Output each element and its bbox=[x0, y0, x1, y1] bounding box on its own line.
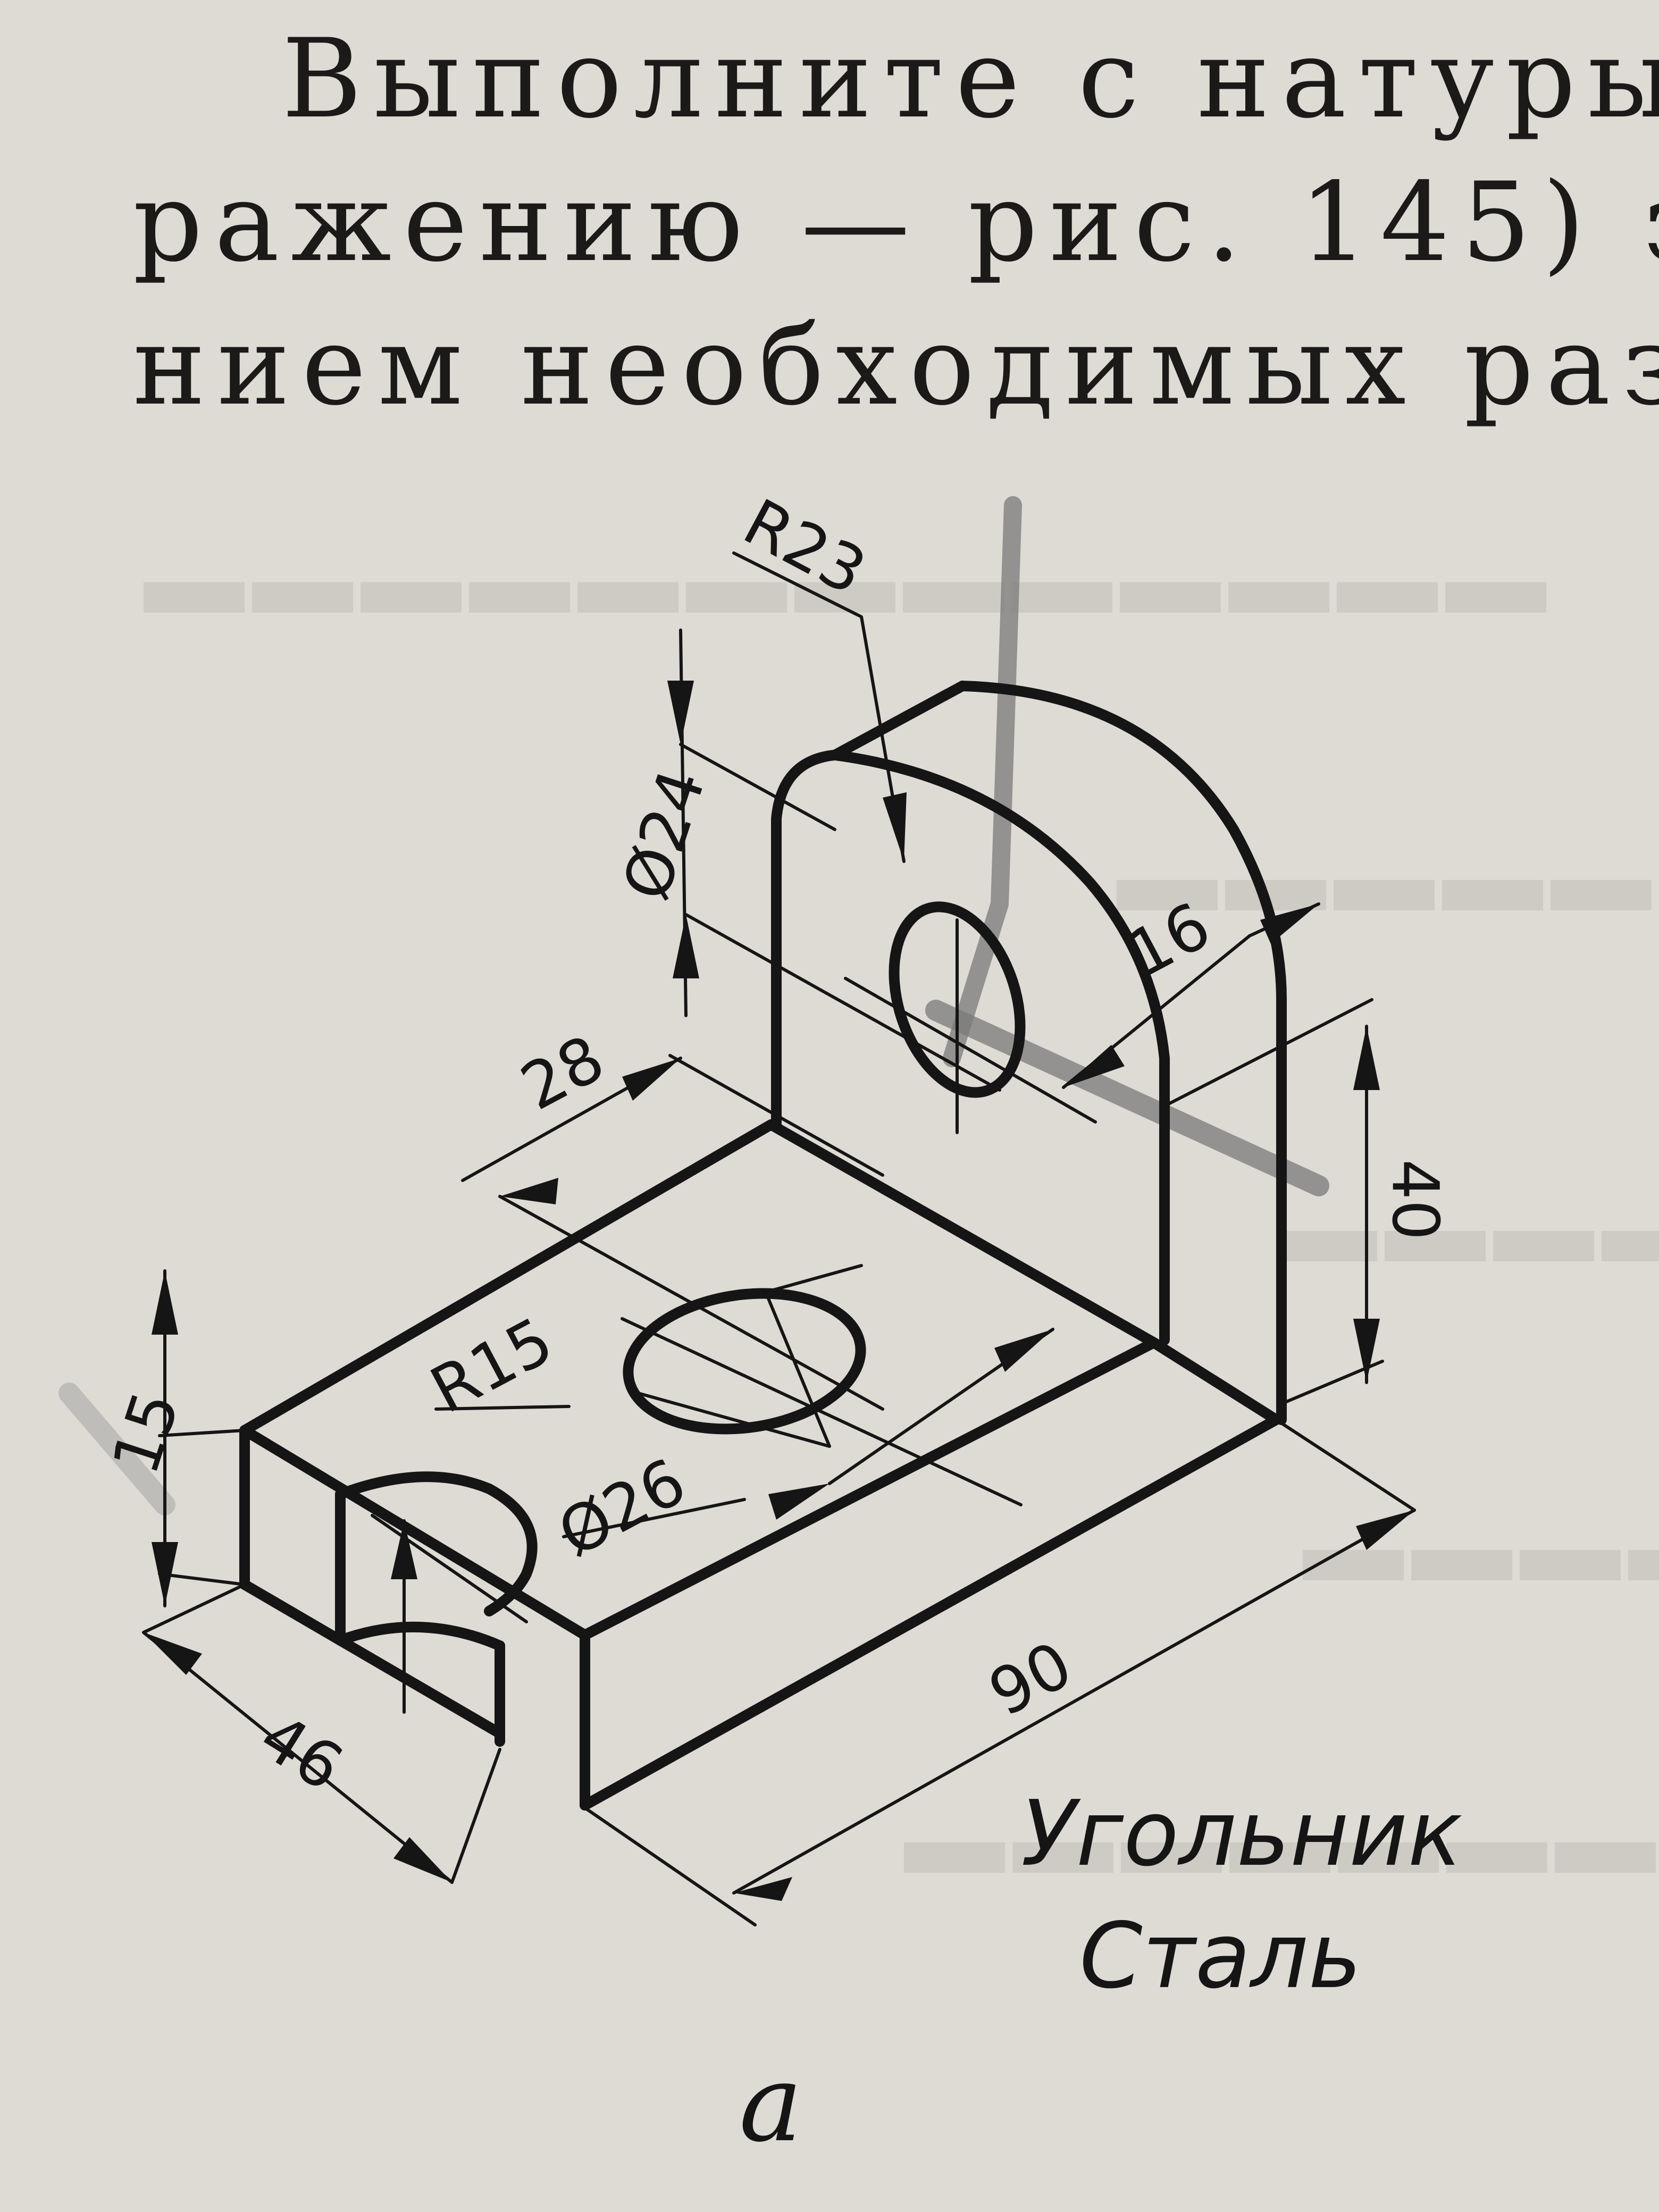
part-name: Угольник bbox=[1021, 1781, 1463, 1887]
dim-40: 40 bbox=[1378, 1159, 1452, 1241]
text-line-3: нием необходимых разр bbox=[133, 303, 1659, 430]
pencil-stroke bbox=[925, 1000, 1329, 1196]
upright-bracket bbox=[623, 681, 1287, 1435]
bleed-through-text: ▬▬▬▬ bbox=[1276, 1172, 1659, 1284]
bleed-through-text: ▬▬▬▬ bbox=[1303, 1491, 1659, 1603]
part-material: Сталь bbox=[1079, 1904, 1362, 2009]
bleed-through-text: ▬▬▬▬▬▬▬▬ bbox=[904, 1783, 1659, 1895]
text-line-1: Выполните с натуры ( bbox=[282, 16, 1659, 143]
dim-16: 16 bbox=[1116, 889, 1222, 992]
dim-90: 90 bbox=[977, 1628, 1084, 1731]
figure-label: а bbox=[739, 2042, 803, 2166]
text-line-2: ражению — рис. 145) э bbox=[133, 160, 1659, 286]
bleed-through-text: ▬▬▬▬▬▬ bbox=[1117, 821, 1659, 933]
dimension-arrows bbox=[144, 681, 1414, 1901]
bleed-through-text: ▬▬▬▬▬▬▬▬▬▬▬▬▬ bbox=[144, 523, 1554, 635]
dim-r23: R23 bbox=[732, 485, 877, 610]
pencil-smudge bbox=[58, 1382, 175, 1515]
dim-d26: Ø26 bbox=[547, 1445, 697, 1572]
dimension-lines bbox=[142, 551, 1416, 1926]
dim-d24: Ø24 bbox=[609, 761, 720, 909]
base-plate bbox=[239, 1119, 1281, 1811]
dim-28: 28 bbox=[509, 1021, 616, 1125]
dim-15: 15 bbox=[98, 1383, 194, 1483]
pencil-stroke bbox=[943, 496, 1022, 1067]
